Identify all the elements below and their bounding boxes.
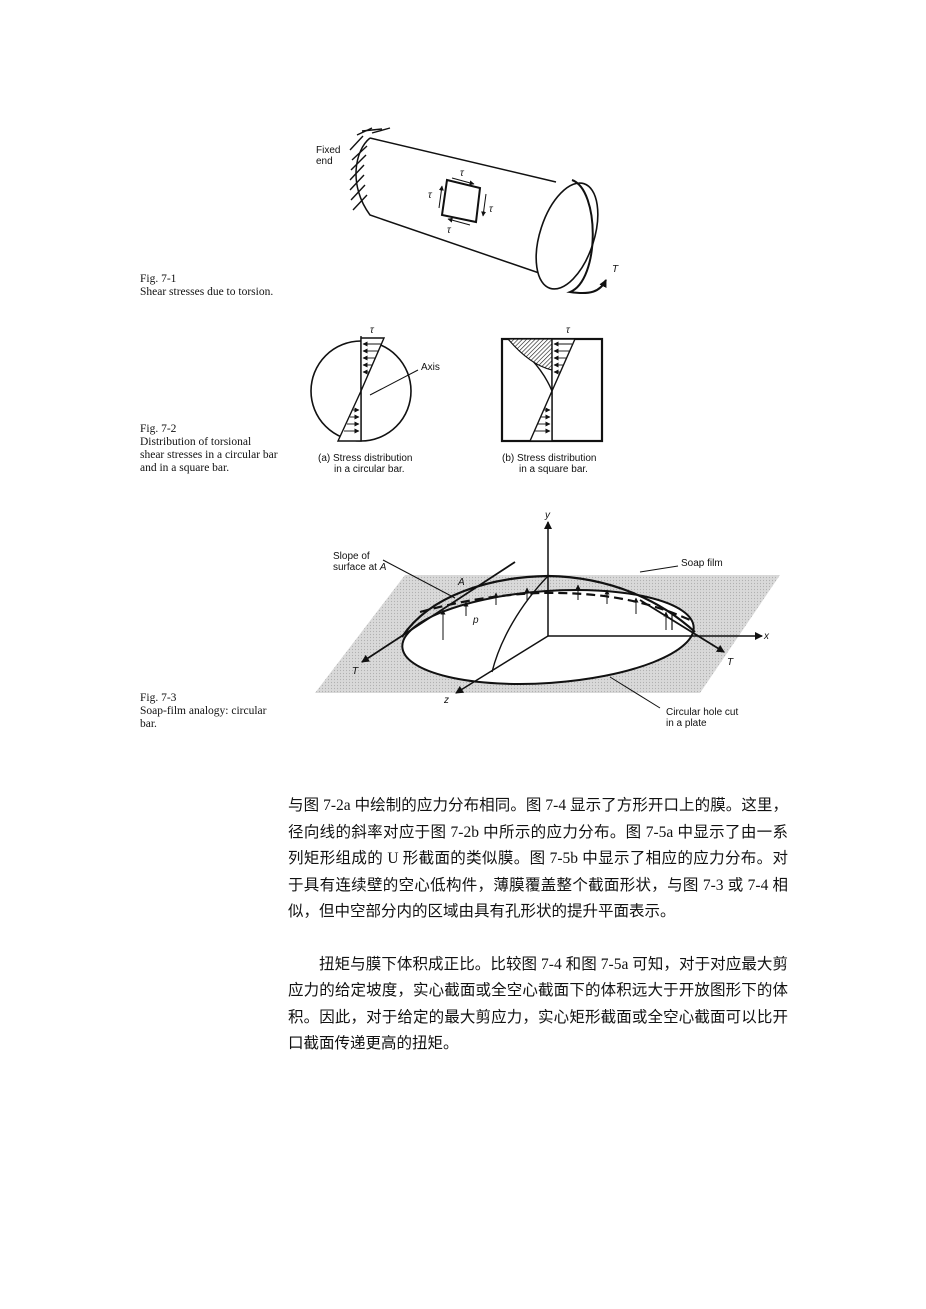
- fig-7-3-caption: Fig. 7-3 Soap-film analogy: circular bar…: [140, 692, 266, 731]
- torque-right-label: T: [727, 657, 734, 668]
- axis-label: Axis: [421, 362, 440, 373]
- pressure-arrows: [440, 584, 669, 640]
- tau-left: τ: [428, 190, 433, 201]
- fig-7-1-number: Fig. 7-1: [140, 273, 177, 285]
- paragraph-1: 与图 7-2a 中绘制的应力分布相同。图 7-4 显示了方形开口上的膜。这里，径…: [288, 797, 788, 920]
- fig-7-1-text: Shear stresses due to torsion.: [140, 286, 274, 298]
- z-axis: [455, 635, 549, 694]
- fig-7-2-number: Fig. 7-2: [140, 423, 177, 435]
- fig-7-3-text: Soap-film analogy: circular bar.: [140, 705, 267, 730]
- point-a-label: A: [457, 577, 465, 588]
- stress-arrows-circular: [344, 341, 381, 434]
- tau-top: τ: [460, 168, 465, 179]
- cylinder-end-face: [535, 182, 599, 290]
- stress-element: [440, 178, 482, 224]
- fig-7-1-caption: Fig. 7-1 Shear stresses due to torsion.: [140, 273, 273, 299]
- paragraph-2: 扭矩与膜下体积成正比。比较图 7-4 和图 7-5a 可知，对于对应最大剪应力的…: [288, 955, 788, 1053]
- fig-7-3-number: Fig. 7-3: [140, 692, 177, 704]
- tau-label-a: τ: [370, 325, 375, 336]
- point-p-label: p: [472, 615, 479, 626]
- fig-7-2-text: Distribution of torsional shear stresses…: [140, 436, 278, 474]
- tau-label-b: τ: [566, 325, 571, 336]
- circular-hole: [401, 588, 695, 686]
- z-axis-label: z: [443, 695, 449, 706]
- dashed-meridian: [419, 591, 691, 622]
- cylinder-body: [355, 137, 557, 276]
- torque-label: T: [612, 264, 619, 275]
- stress-arrows-square: [535, 341, 572, 434]
- soap-film-label: Soap film: [681, 558, 723, 569]
- x-axis-label: x: [763, 631, 770, 642]
- tau-bottom: τ: [447, 225, 452, 236]
- torque-arrow: [566, 179, 607, 295]
- y-axis-label: y: [544, 510, 551, 521]
- fig-7-2-caption: Fig. 7-2 Distribution of torsional shear…: [140, 423, 278, 475]
- tau-right: τ: [489, 204, 494, 215]
- body-text: 与图 7-2a 中绘制的应力分布相同。图 7-4 显示了方形开口上的膜。这里，径…: [288, 793, 788, 1058]
- torque-right: [639, 599, 725, 653]
- film-section-curve: [491, 575, 549, 673]
- torque-left-label: T: [352, 666, 359, 677]
- slope-tangent: [361, 561, 516, 663]
